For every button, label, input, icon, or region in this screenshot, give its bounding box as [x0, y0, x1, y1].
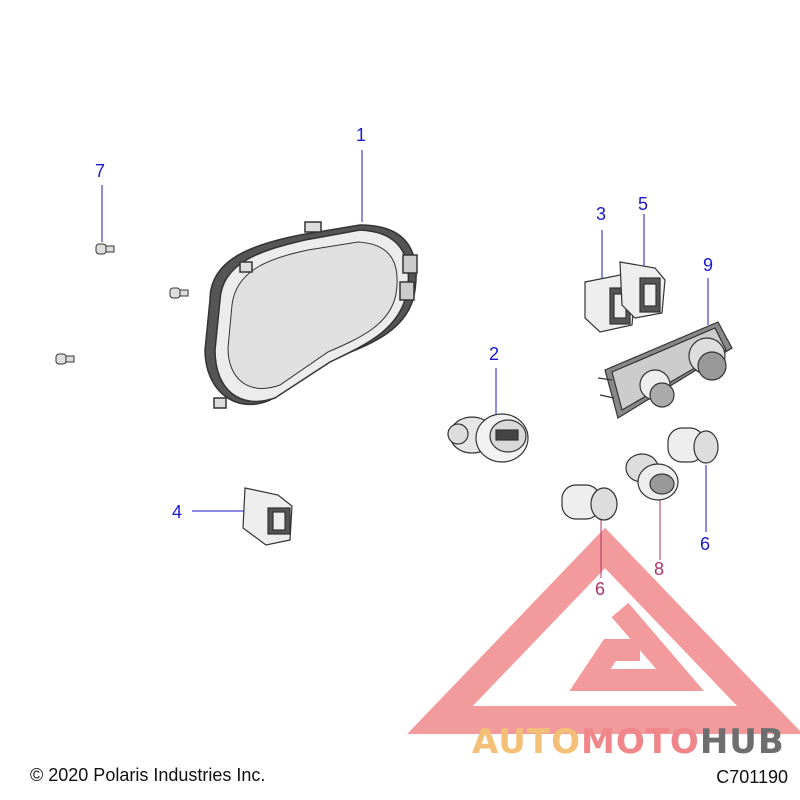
callout-4: 4: [172, 502, 183, 522]
callout-5: 5: [638, 194, 649, 214]
watermark-auto: AUTO: [472, 722, 581, 762]
callout-8: 8: [654, 559, 665, 579]
leader-lines: [101, 150, 709, 578]
callout-1: 1: [356, 125, 367, 145]
switch-5: [619, 261, 666, 319]
screw-1: [95, 243, 115, 255]
watermark-moto: MOTO: [580, 722, 700, 762]
callout-6-left: 6: [595, 579, 606, 599]
screw-3: [55, 353, 75, 365]
callout-7: 7: [95, 161, 106, 181]
rotary-knob-8: [625, 453, 679, 501]
plug-6-right: [667, 427, 719, 464]
callout-6-right: 6: [700, 534, 711, 554]
callout-3: 3: [596, 204, 607, 224]
ignition-switch: [447, 413, 529, 463]
callout-9: 9: [703, 255, 714, 275]
watermark-inner-mark: [569, 602, 704, 691]
callout-2: 2: [489, 344, 500, 364]
control-panel-9: [597, 321, 733, 419]
drawing-id: C701190: [716, 767, 788, 787]
watermark-hub: HUB: [699, 722, 785, 762]
screw-2: [169, 287, 189, 299]
watermark-text: AUTOMOTOHUB: [472, 722, 785, 762]
plug-6-left: [561, 484, 618, 521]
watermark-triangle-outer: [407, 527, 800, 734]
watermark-logo: [407, 527, 800, 734]
rocker-switch-4: [242, 487, 293, 546]
instrument-cluster: [204, 221, 418, 409]
copyright-notice: © 2020 Polaris Industries Inc.: [30, 765, 266, 785]
screws: [55, 243, 189, 365]
